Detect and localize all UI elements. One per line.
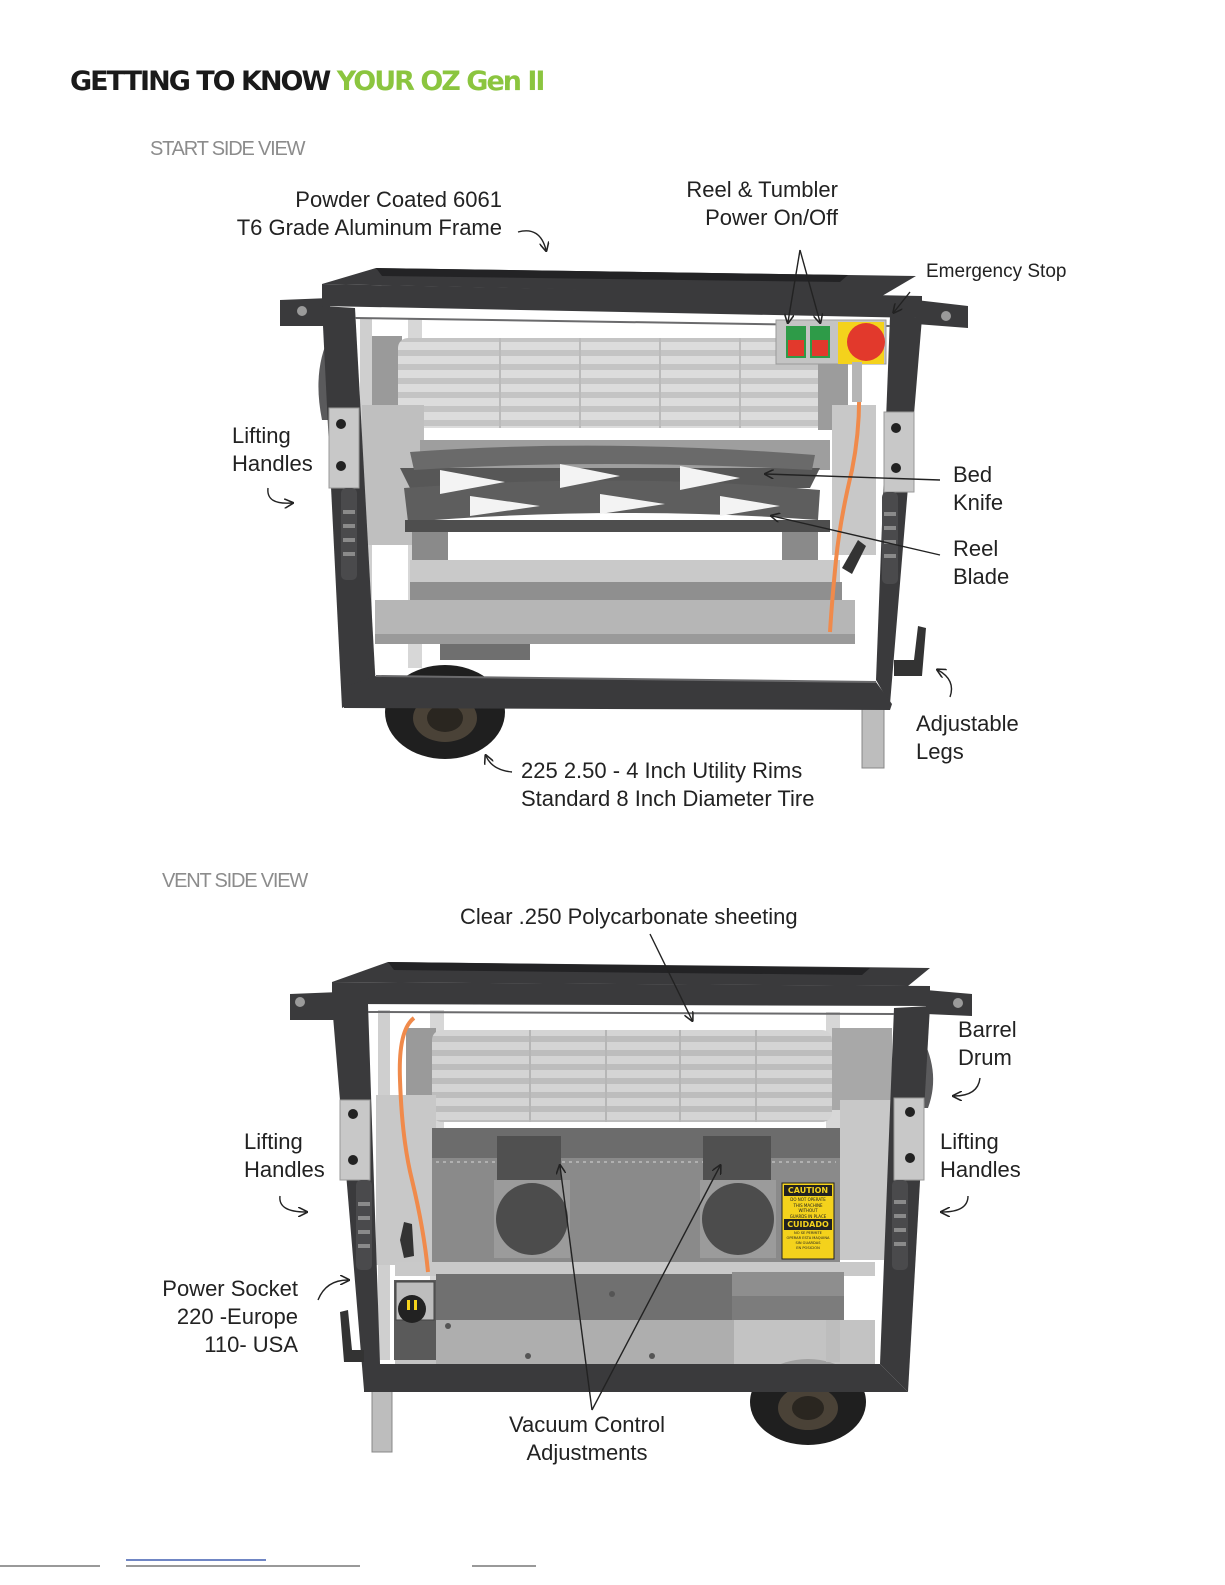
callout-frame: Powder Coated 6061 T6 Grade Aluminum Fra… xyxy=(236,187,502,240)
caution-body: DO NOT OPERATE THIS MACHINE WITHOUT GUAR… xyxy=(789,1197,827,1219)
title-dark: GETTING TO KNOW xyxy=(70,66,331,97)
callout-power-switches: Reel & Tumbler Power On/Off xyxy=(686,177,838,230)
callout-barrel-drum: Barrel Drum xyxy=(958,1017,1017,1070)
start-leaders xyxy=(267,230,953,773)
start-lifting-handle-left xyxy=(328,407,360,580)
vent-leaders xyxy=(279,933,981,1411)
vent-leg-lever xyxy=(340,1310,364,1362)
start-side-view-label: START SIDE VIEW xyxy=(150,138,305,160)
callout-power-socket: Power Socket 220 -Europe 110- USA xyxy=(162,1276,298,1357)
start-leg xyxy=(861,699,885,769)
start-leg-lever xyxy=(894,626,926,676)
caution-heading: CAUTION xyxy=(787,1186,829,1195)
power-socket xyxy=(394,1280,436,1360)
callout-bed-knife: Bed Knife xyxy=(953,462,1004,515)
vent-leg xyxy=(371,1389,393,1453)
vent-drum xyxy=(406,1028,892,1122)
caution-sign-text: CAUTION DO NOT OPERATE THIS MACHINE WITH… xyxy=(784,1185,832,1251)
callout-polycarbonate: Clear .250 Polycarbonate sheeting xyxy=(460,904,798,929)
callout-lifting-handles-right: Lifting Handles xyxy=(940,1129,1021,1182)
vent-side-machine xyxy=(290,962,972,1453)
vent-side-view-label: VENT SIDE VIEW xyxy=(162,870,308,892)
callout-vacuum-control: Vacuum Control Adjustments xyxy=(508,1412,666,1465)
callout-emergency-stop: Emergency Stop xyxy=(926,261,1067,282)
callout-adjustable-legs: Adjustable Legs xyxy=(916,711,1019,764)
callout-lifting-handles-start: Lifting Handles xyxy=(232,423,313,476)
start-control-box xyxy=(775,319,887,402)
callout-utility-rims: 225 2.50 - 4 Inch Utility Rims Standard … xyxy=(521,758,815,811)
callout-lifting-handles-left: Lifting Handles xyxy=(244,1129,325,1182)
cuidado-body: NO SE PERMITE OPERAR ESTA MAQUINA SIN GU… xyxy=(786,1231,830,1250)
page-title: GETTING TO KNOW YOUR OZ Gen II xyxy=(70,66,546,97)
callout-reel-blade: Reel Blade xyxy=(953,536,1010,589)
cuidado-heading: CUIDADO xyxy=(787,1220,829,1229)
start-lifting-handle-right xyxy=(882,411,915,584)
footer-rules xyxy=(0,1559,536,1567)
caution-sign xyxy=(781,1182,835,1260)
title-green: YOUR OZ Gen II xyxy=(336,66,546,97)
vent-lifting-handle-left xyxy=(339,1099,372,1270)
start-side-machine xyxy=(280,268,968,769)
start-reel xyxy=(400,445,830,560)
vacuum-hood xyxy=(432,1128,840,1268)
vent-lifting-handle-right xyxy=(892,1097,925,1270)
